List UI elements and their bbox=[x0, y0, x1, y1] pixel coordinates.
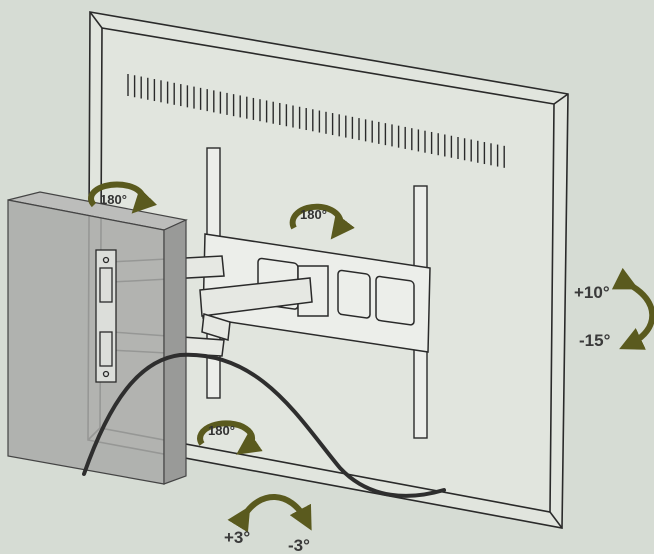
tilt-up-label: +10° bbox=[574, 283, 610, 302]
rotation-label-top-left: 180° bbox=[100, 192, 127, 207]
wall-block bbox=[7, 191, 188, 485]
tilt-arrow: +10° -15° bbox=[574, 267, 654, 350]
tilt-down-label: -15° bbox=[579, 331, 611, 350]
rotation-label-bottom: 180° bbox=[208, 423, 235, 438]
level-arrow: +3° -3° bbox=[224, 494, 312, 554]
rotation-arrow-bottom: 180° bbox=[197, 420, 263, 455]
vent-slots bbox=[127, 74, 505, 168]
rotation-arrow-center: 180° bbox=[289, 203, 355, 240]
rotation-label-center: 180° bbox=[300, 207, 327, 222]
wall-plate bbox=[95, 249, 117, 383]
rotation-arrow-top-left: 180° bbox=[88, 181, 157, 214]
level-minus-label: -3° bbox=[288, 536, 310, 554]
level-plus-label: +3° bbox=[224, 528, 250, 547]
tv-cable bbox=[82, 352, 446, 498]
